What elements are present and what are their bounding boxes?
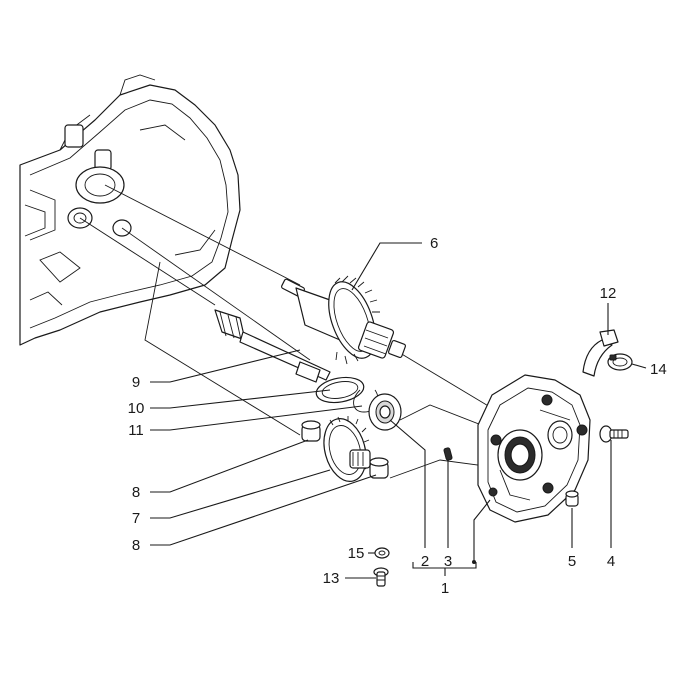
leader-lines [150,242,647,579]
bushing-8-lower [369,457,389,479]
callout-12: 12 [600,285,617,302]
callout-8-upper: 8 [132,484,140,501]
callout-9: 9 [132,374,140,391]
stud-pin-5 [565,490,579,507]
callout-5: 5 [568,553,576,570]
intermediate-gear-7 [323,416,371,482]
dowel-pin-3 [443,447,453,461]
bolt-13 [373,567,389,587]
callout-3: 3 [444,553,452,570]
gearbox-cover [477,374,591,523]
callout-8-lower: 8 [132,537,140,554]
callout-labels: 6 9 10 11 8 7 8 12 14 15 13 2 3 1 5 4 [128,235,667,597]
washer-15 [374,547,390,559]
hose-clamp-14 [607,353,633,371]
bushing-8-upper [301,420,321,442]
callout-4: 4 [607,553,615,570]
callout-13: 13 [323,570,340,587]
callout-10: 10 [128,400,145,417]
callout-7: 7 [132,510,140,527]
gear-shaft-6 [281,275,407,365]
bearing-2 [368,393,402,431]
screw-4 [599,425,629,443]
hose-12 [582,329,619,377]
callout-2: 2 [421,553,429,570]
callout-15: 15 [348,545,365,562]
callout-1: 1 [441,580,449,597]
circlip-10 [315,376,365,404]
callout-14: 14 [650,361,667,378]
crankcase-housing [19,74,241,346]
callout-6: 6 [430,235,438,252]
drive-shaft-9 [214,309,331,383]
callout-11: 11 [128,422,144,439]
